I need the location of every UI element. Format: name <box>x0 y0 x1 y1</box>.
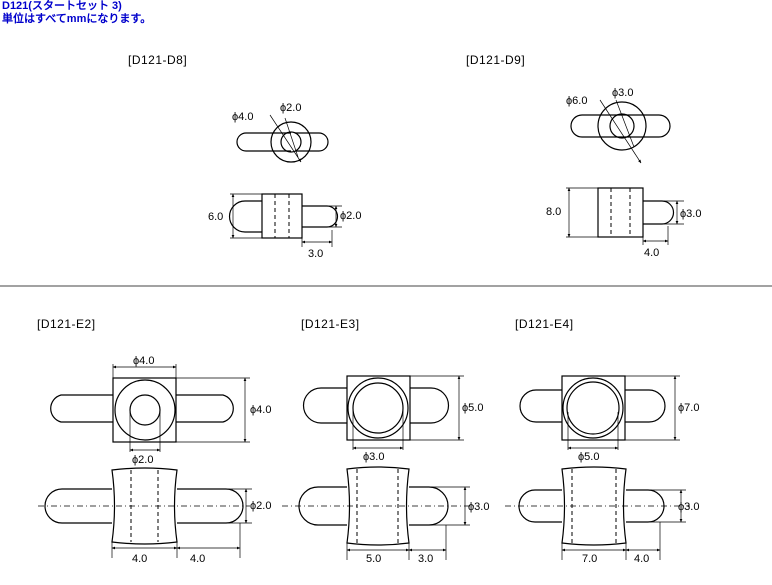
bottom-dim-label: ϕ5.0 <box>578 451 599 463</box>
outer-dia-label: ϕ4.0 <box>232 111 253 123</box>
part-d121-e4: [D121-E4] ϕ7.0 ϕ5.0 ϕ3.0 7.0 4.0 <box>505 317 699 565</box>
pin-dia-label: ϕ3.0 <box>468 501 489 513</box>
length-label: 6.0 <box>208 211 223 223</box>
pin-len-label: 3.0 <box>308 248 323 260</box>
side-dim-label: ϕ7.0 <box>678 402 699 414</box>
part-label: [D121-D9] <box>466 53 525 67</box>
length-label: 8.0 <box>546 206 561 218</box>
part-label: [D121-D8] <box>128 53 187 67</box>
bottom-dim-label: ϕ3.0 <box>363 451 384 463</box>
page-title: D121(スタートセット 3) <box>2 0 122 12</box>
part-label: [D121-E4] <box>515 317 574 331</box>
top-dim-label: ϕ4.0 <box>133 355 154 367</box>
pin-dia-label: ϕ2.0 <box>340 210 361 222</box>
part-label: [D121-E2] <box>37 317 96 331</box>
part-d121-d9: [D121-D9] ϕ6.0 ϕ3.0 8.0 ϕ3.0 4.0 <box>466 53 701 259</box>
pin-dia-label: ϕ3.0 <box>678 501 699 513</box>
pin-len-label: 4.0 <box>644 247 659 259</box>
pin-dia-label: ϕ2.0 <box>250 500 271 512</box>
bottom-dim-label: ϕ2.0 <box>132 454 153 466</box>
part-d121-d8: [D121-D8] ϕ4.0 ϕ2.0 6.0 ϕ2.0 3.0 <box>128 53 361 260</box>
part-d121-e2: [D121-E2] ϕ4.0 ϕ4.0 ϕ2.0 ϕ2.0 <box>37 317 271 565</box>
pin-dia-label: ϕ3.0 <box>680 208 701 220</box>
length-label: 5.0 <box>366 553 381 565</box>
header: D121(スタートセット 3) 単位はすべてmmになります。 <box>2 0 151 26</box>
part-label: [D121-E3] <box>301 317 360 331</box>
outer-dia-label: ϕ6.0 <box>566 95 587 107</box>
page-subtitle: 単位はすべてmmになります。 <box>2 13 152 25</box>
side-dim-label: ϕ5.0 <box>462 402 483 414</box>
inner-dia-label: ϕ2.0 <box>280 102 301 114</box>
pin-len-label: 4.0 <box>190 553 205 565</box>
length-label: 7.0 <box>582 553 597 565</box>
pin-len-label: 3.0 <box>418 553 433 565</box>
inner-dia-label: ϕ3.0 <box>612 87 633 99</box>
length-label: 4.0 <box>132 553 147 565</box>
part-d121-e3: [D121-E3] ϕ5.0 ϕ3.0 ϕ3.0 5.0 3.0 <box>282 317 489 565</box>
side-dim-label: ϕ4.0 <box>250 404 271 416</box>
pin-len-label: 4.0 <box>634 553 649 565</box>
